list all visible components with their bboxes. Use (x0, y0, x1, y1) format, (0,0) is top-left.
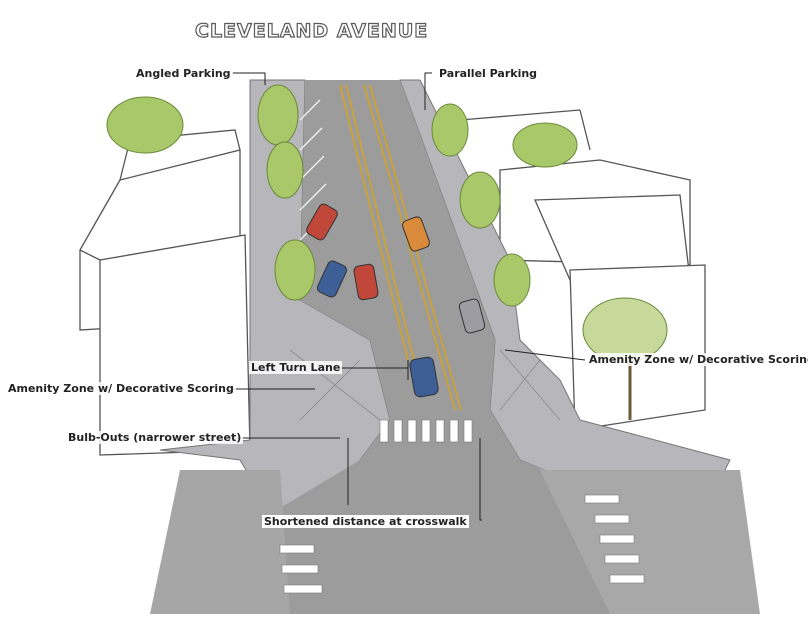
leader-lines (228, 72, 586, 521)
roadway (260, 80, 640, 614)
label-shortened-crosswalk: Shortened distance at crosswalk (262, 515, 469, 528)
angled-parking-stalls (299, 99, 329, 241)
label-left-turn-lane: Left Turn Lane (249, 361, 343, 374)
label-bulb-outs: Bulb-Outs (narrower street) (66, 431, 244, 444)
cars (306, 203, 486, 398)
tree (431, 103, 469, 157)
car-blue (316, 260, 348, 298)
cross-street-right (540, 470, 760, 614)
page-title: CLEVELAND AVENUE (194, 19, 429, 42)
cross-street (150, 470, 290, 614)
crosswalk (379, 419, 473, 443)
tree (459, 171, 501, 229)
label-amenity-zone-left: Amenity Zone w/ Decorative Scoring (6, 382, 236, 395)
label-angled-parking: Angled Parking (134, 67, 233, 80)
trees (106, 84, 668, 363)
tree (257, 84, 299, 146)
left-buildings (79, 129, 251, 456)
tree (274, 239, 316, 301)
crosswalk-lower-left (279, 544, 323, 594)
car-red-2 (353, 263, 379, 301)
crosswalk-lower-right (584, 494, 645, 584)
car-gray (458, 298, 486, 334)
tree (493, 253, 531, 307)
tree (266, 141, 304, 199)
tree (106, 96, 184, 154)
label-amenity-zone-right: Amenity Zone w/ Decorative Scoring (587, 353, 808, 366)
label-parallel-parking: Parallel Parking (437, 67, 540, 80)
car-red (306, 203, 338, 241)
car-blue-2 (409, 356, 439, 398)
car-orange (402, 216, 430, 252)
tree (512, 122, 578, 168)
